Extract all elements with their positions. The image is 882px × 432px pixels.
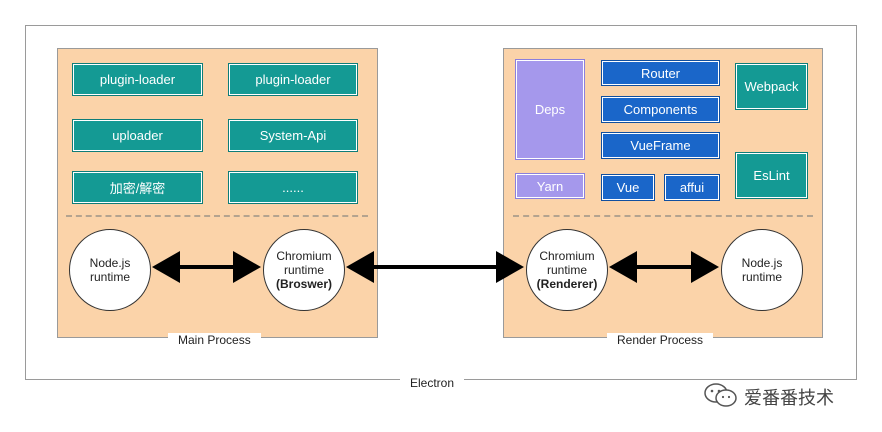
render-chromium-line2: runtime (546, 263, 587, 277)
system-api-box: System-Api (228, 119, 358, 152)
affui-box: affui (664, 174, 720, 201)
main-chromium-line3: (Broswer) (275, 277, 332, 291)
electron-label: Electron (400, 376, 465, 390)
render-chromium-line1: Chromium (539, 249, 595, 263)
eslint-box: EsLint (735, 152, 808, 199)
render-node-line2: runtime (741, 270, 782, 284)
deps-box: Deps (515, 59, 585, 160)
router-box: Router (601, 60, 720, 86)
main-node-line1: Node.js (89, 256, 131, 270)
main-chromium-runtime-circle: Chromium runtime (Broswer) (263, 229, 345, 311)
plugin-loader-box-1: plugin-loader (72, 63, 203, 96)
main-chromium-line1: Chromium (276, 249, 332, 263)
render-chromium-line3: (Renderer) (536, 277, 598, 291)
wechat-icon (704, 383, 737, 407)
uploader-box: uploader (72, 119, 203, 152)
main-node-runtime-circle: Node.js runtime (69, 229, 151, 311)
vue-box: Vue (601, 174, 655, 201)
main-node-line2: runtime (89, 270, 130, 284)
plugin-loader-box-2: plugin-loader (228, 63, 358, 96)
ellipsis-box: ...... (228, 171, 358, 204)
render-node-line1: Node.js (741, 256, 783, 270)
render-process-divider (513, 215, 813, 217)
yarn-box: Yarn (515, 173, 585, 199)
webpack-box: Webpack (735, 63, 808, 110)
components-box: Components (601, 96, 720, 123)
render-node-runtime-circle: Node.js runtime (721, 229, 803, 311)
render-process-label: Render Process (607, 333, 714, 347)
render-chromium-runtime-circle: Chromium runtime (Renderer) (526, 229, 608, 311)
encrypt-decrypt-box: 加密/解密 (72, 171, 203, 204)
vueframe-box: VueFrame (601, 132, 720, 159)
watermark-text: 爱番番技术 (744, 388, 834, 409)
main-process-label: Main Process (168, 333, 261, 347)
main-chromium-line2: runtime (283, 263, 324, 277)
main-process-divider (66, 215, 368, 217)
